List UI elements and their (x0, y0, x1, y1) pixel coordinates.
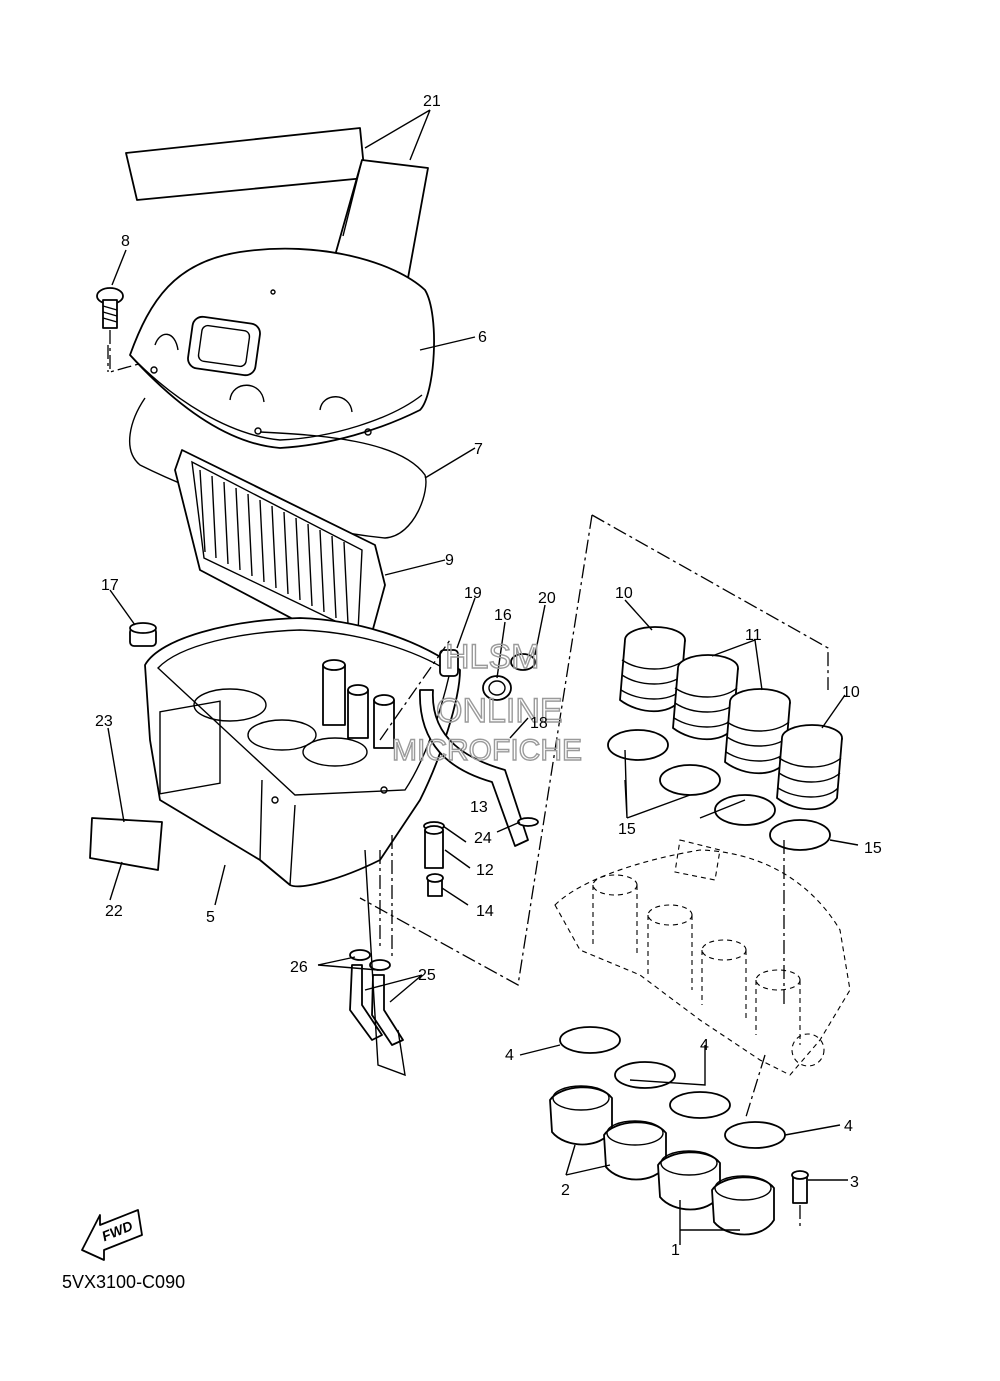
part-17-grommet (129, 622, 157, 647)
callout-5: 5 (206, 909, 215, 926)
part-19-clip (439, 649, 459, 677)
callout-4-right: 4 (844, 1118, 853, 1135)
callout-24: 24 (474, 830, 492, 847)
part-11-funnel-mid-left (672, 654, 739, 741)
callout-26: 26 (290, 959, 308, 976)
part-2-intake-joints (549, 1085, 667, 1181)
watermark: HLSM ONLINE MICROFICHE (391, 637, 582, 767)
part-11-funnel-mid-right (724, 688, 791, 775)
callout-23: 23 (95, 713, 113, 730)
part-8-screw (96, 287, 154, 373)
callout-15-left: 15 (618, 821, 636, 838)
callout-21: 21 (423, 93, 441, 110)
part-18-breather-hose (419, 689, 529, 847)
part-25-drain-hoses (349, 849, 406, 1077)
watermark-line-1: HLSM (445, 638, 539, 676)
part-3-bolt (791, 1170, 809, 1204)
callout-15-right: 15 (864, 840, 882, 857)
assembly-reference-lines (107, 345, 829, 1230)
part-4-clamps (559, 1026, 786, 1149)
part-1-intake-joints (657, 1150, 775, 1236)
part-12-hose (424, 825, 444, 869)
part-5-airbox-case (144, 617, 461, 888)
part-26-clamps (349, 949, 391, 971)
part-7-gasket (128, 397, 427, 539)
callout-12: 12 (476, 862, 494, 879)
part-22-label (89, 817, 163, 871)
callout-8: 8 (121, 233, 130, 250)
callout-16: 16 (494, 607, 512, 624)
callout-11: 11 (745, 627, 762, 644)
part-20-clamp (510, 653, 536, 671)
callout-6: 6 (478, 329, 487, 346)
callout-4-left: 4 (505, 1047, 514, 1064)
callout-4-mid: 4 (700, 1037, 709, 1054)
part-6-airbox-cover (129, 247, 435, 449)
part-14-plug (426, 873, 444, 897)
callout-19: 19 (464, 585, 482, 602)
callout-20: 20 (538, 590, 556, 607)
callout-18: 18 (530, 715, 548, 732)
callout-22: 22 (105, 903, 123, 920)
callout-13: 13 (470, 799, 488, 816)
callout-3: 3 (850, 1174, 859, 1191)
part-15-bands (607, 729, 831, 851)
part-10-funnel-left (619, 626, 686, 713)
part-10-funnel-right (776, 724, 843, 811)
callout-2: 2 (561, 1182, 570, 1199)
callout-labels: 21 8 6 7 9 17 19 16 20 10 11 10 23 18 13… (95, 93, 882, 1259)
callout-14: 14 (476, 903, 494, 920)
throttle-body-assembly (554, 839, 851, 1076)
diagram-code: 5VX3100-C090 (62, 1272, 185, 1292)
watermark-line-2: ONLINE (436, 692, 563, 730)
callout-10-right: 10 (842, 684, 860, 701)
callout-25: 25 (418, 967, 436, 984)
callout-9: 9 (445, 552, 454, 569)
watermark-line-3: MICROFICHE (392, 734, 582, 767)
callout-7: 7 (474, 441, 483, 458)
fwd-direction-arrow (81, 1209, 143, 1261)
callout-1: 1 (671, 1242, 680, 1259)
callout-10-left: 10 (615, 585, 633, 602)
leader-lines (107, 109, 859, 1245)
part-24-clip (517, 817, 539, 827)
callout-17: 17 (101, 577, 119, 594)
